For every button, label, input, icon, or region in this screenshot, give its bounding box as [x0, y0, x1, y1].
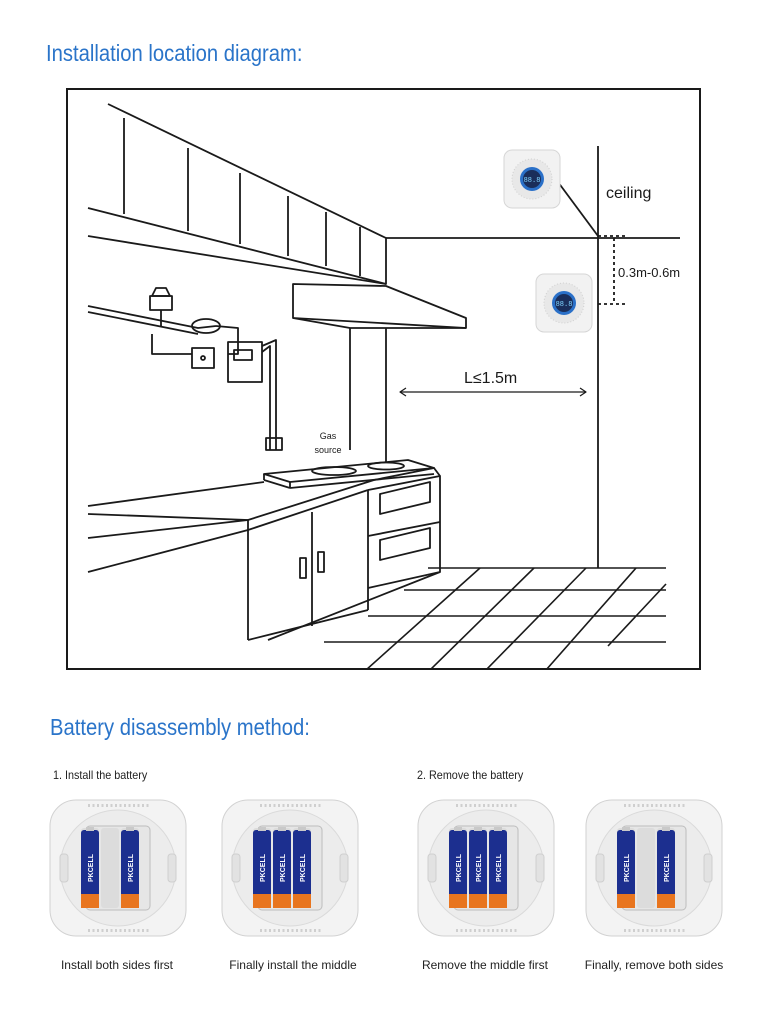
svg-text:PKCELL: PKCELL: [496, 853, 503, 882]
battery-middle: PKCELL: [469, 827, 487, 908]
caption-4: Finally, remove both sides: [584, 958, 724, 972]
gas-detector-wall: 88.8: [535, 273, 593, 333]
svg-text:PKCELL: PKCELL: [664, 853, 671, 882]
battery-right: PKCELL: [121, 827, 139, 908]
caption-1: Install both sides first: [60, 958, 174, 972]
step-install-label: 1. Install the battery: [53, 768, 148, 782]
battery-title: Battery disassembly method:: [50, 714, 310, 740]
svg-text:PKCELL: PKCELL: [456, 853, 463, 882]
svg-text:PKCELL: PKCELL: [300, 853, 307, 882]
upper-cabinets: [87, 103, 387, 285]
battery-left: PKCELL: [617, 827, 635, 908]
installation-diagram: 88.8 88.8 ceiling 0.3m-0.6m L≤1.5m Gas s…: [66, 88, 701, 670]
battery-left: PKCELL: [81, 827, 99, 908]
range-hood: [292, 283, 467, 462]
max-distance-label: L≤1.5m: [464, 370, 517, 387]
svg-text:PKCELL: PKCELL: [88, 853, 95, 882]
countertop: [87, 467, 441, 573]
gas-source-label-line1: Gas: [320, 431, 337, 441]
step-remove-label: 2. Remove the battery: [417, 768, 524, 782]
floor-tiles: [324, 567, 667, 668]
svg-text:PKCELL: PKCELL: [260, 853, 267, 882]
caption-3: Remove the middle first: [421, 958, 549, 972]
battery-left: PKCELL: [253, 827, 271, 908]
distance-arrow: [399, 387, 587, 397]
battery-right: PKCELL: [657, 827, 675, 908]
gas-source-label-line2: source: [314, 445, 341, 455]
svg-text:PKCELL: PKCELL: [128, 853, 135, 882]
svg-text:PKCELL: PKCELL: [476, 853, 483, 882]
gas-detector-ceiling: 88.8: [503, 149, 561, 209]
distance-from-ceiling-label: 0.3m-0.6m: [618, 265, 680, 280]
battery-photo-2: PKCELL PKCELL PKCELL: [220, 798, 360, 938]
lower-cabinets: [247, 475, 441, 641]
ceiling-label: ceiling: [606, 185, 651, 202]
battery-middle: PKCELL: [273, 827, 291, 908]
caption-2: Finally install the middle: [229, 958, 357, 972]
battery-left: PKCELL: [449, 827, 467, 908]
battery-photo-3: PKCELL PKCELL PKCELL: [416, 798, 556, 938]
battery-photo-4: PKCELL PKCELL: [584, 798, 724, 938]
svg-text:PKCELL: PKCELL: [624, 853, 631, 882]
svg-text:88.8: 88.8: [524, 177, 541, 185]
installation-title: Installation location diagram:: [46, 40, 303, 66]
svg-text:PKCELL: PKCELL: [280, 853, 287, 882]
battery-right: PKCELL: [293, 827, 311, 908]
battery-photo-1: PKCELL PKCELL: [48, 798, 188, 938]
svg-text:88.8: 88.8: [556, 301, 573, 309]
gas-pipe: [87, 287, 283, 451]
ceiling-pointer: [557, 181, 599, 237]
battery-right: PKCELL: [489, 827, 507, 908]
